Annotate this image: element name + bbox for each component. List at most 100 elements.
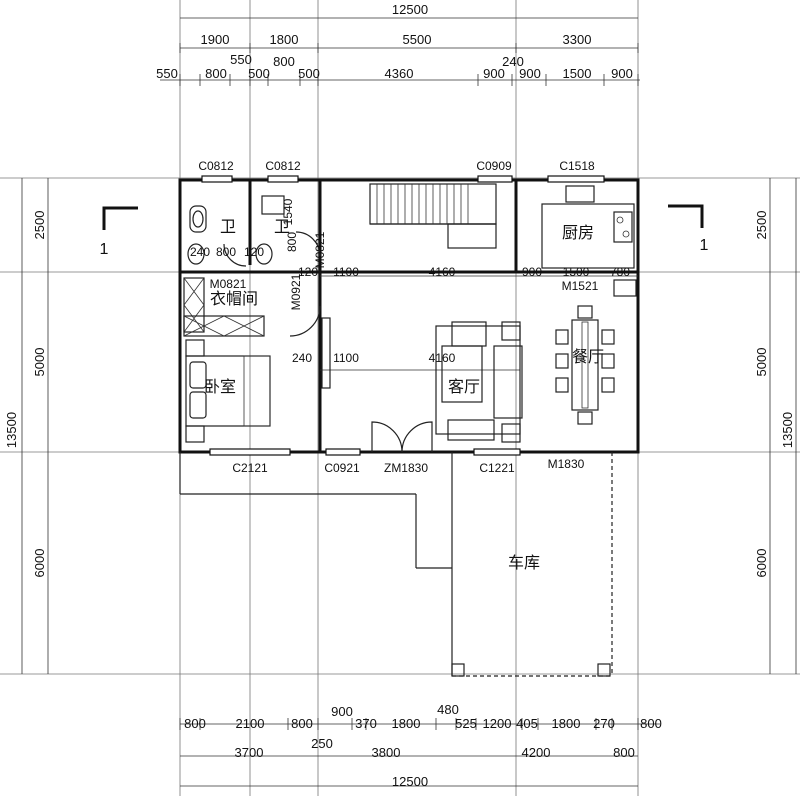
section-marker-right: 1 [668, 204, 709, 254]
window-label-4: C1518 [559, 159, 595, 173]
dim-top-r1-3: 500 [248, 66, 270, 81]
living-furniture [321, 317, 523, 443]
door-label-1: M0821 [313, 231, 327, 268]
dim-bottom-r1-3: 900 [331, 704, 353, 719]
door-label-6: M1830 [548, 457, 585, 471]
dim-bottom-r1-5: 1800 [392, 716, 421, 731]
windows: C0812 C0812 C0909 C1518 C2121 C0921 C122… [198, 159, 605, 475]
dim-top-r1-0: 550 [156, 66, 178, 81]
inner-dim-l: 240 [292, 351, 312, 365]
window-label-5: C2121 [232, 461, 268, 475]
dim-bottom-r1-9: 405 [516, 716, 538, 731]
doors: M0821 M0821 M0921 M1521 ZM1830 M1830 [210, 231, 599, 475]
window-label-6: C0921 [324, 461, 360, 475]
dim-top-r1-7: 900 [483, 66, 505, 81]
dim-top-r1-10: 900 [611, 66, 633, 81]
section-mark-left: 1 [100, 241, 109, 258]
room-dining: 餐厅 [572, 348, 604, 366]
left-dimensions: 2500 5000 6000 13500 [4, 178, 49, 674]
walls [178, 178, 640, 677]
inner-dim-b: 800 [216, 245, 236, 259]
dim-bottom-r1-7: 525 [455, 716, 477, 731]
dim-right-2: 6000 [754, 549, 769, 578]
window-label-1: C0812 [198, 159, 234, 173]
dim-bottom-r1-11: 270 [593, 716, 615, 731]
door-label-4: M1521 [562, 279, 599, 293]
dim-bottom-r1-4: 370 [355, 716, 377, 731]
dim-top-r2-0: 1900 [201, 32, 230, 47]
inner-dim-g: 1100 [333, 265, 359, 279]
door-label-2: M0821 [210, 277, 247, 291]
inner-dim-m: 1100 [333, 351, 359, 365]
dim-bottom-r1-8: 1200 [483, 716, 512, 731]
dining-set [555, 305, 615, 425]
room-garage: 车库 [508, 554, 540, 572]
dim-top-r1-4: 800 [273, 54, 295, 69]
window-label-7: C1221 [479, 461, 515, 475]
top-dimensions: 12500 1900 1800 5500 3300 240 550 800 55… [156, 2, 640, 86]
dim-top-total: 12500 [392, 2, 428, 17]
bath1-fixtures [187, 205, 207, 265]
dim-bottom-r2-2: 3800 [372, 745, 401, 760]
dim-right-total: 13500 [780, 412, 795, 448]
room-labels: 卫 卫 衣帽间 卧室 厨房 餐厅 客厅 车库 [204, 219, 604, 572]
inner-dim-d: 800 [285, 232, 299, 252]
dim-top-r2-1: 1800 [270, 32, 299, 47]
dim-top-r1-5: 500 [298, 66, 320, 81]
dim-bottom-r2-1: 250 [311, 736, 333, 751]
right-dimensions: 2500 5000 6000 13500 [754, 178, 797, 674]
kitchen-fixtures [541, 185, 637, 297]
dim-top-r1-2: 550 [230, 52, 252, 67]
window-label-2: C0812 [265, 159, 301, 173]
inner-dim-j: 1500 [563, 265, 590, 279]
section-mark-right: 1 [700, 237, 709, 254]
inner-dim-k: 780 [610, 265, 630, 279]
room-bath2: 卫 [274, 219, 290, 236]
room-bedroom: 卧室 [204, 378, 236, 396]
door-label-3: M0921 [289, 273, 303, 310]
dim-top-r1-9: 1500 [563, 66, 592, 81]
inner-dimensions: 240 800 120 800 1540 120 1100 4160 900 1… [190, 198, 638, 371]
window-label-3: C0909 [476, 159, 512, 173]
bottom-dimensions: 800 2100 800 900 370 1800 480 525 1200 4… [179, 702, 662, 789]
dim-top-r1-6: 4360 [385, 66, 414, 81]
stairs [369, 183, 497, 249]
dim-top-r2-3: 3300 [563, 32, 592, 47]
dim-right-0: 2500 [754, 211, 769, 240]
dim-top-r1-1: 800 [205, 66, 227, 81]
dim-left-2: 6000 [32, 549, 47, 578]
dim-top-r2-extra: 240 [502, 54, 524, 69]
inner-dim-f: 120 [298, 265, 318, 279]
dim-left-1: 5000 [32, 348, 47, 377]
dim-bottom-r1-10: 1800 [552, 716, 581, 731]
dim-top-r2-2: 5500 [403, 32, 432, 47]
bath2-fixtures [255, 195, 285, 265]
dim-bottom-r2-4: 800 [613, 745, 635, 760]
dim-right-1: 5000 [754, 348, 769, 377]
inner-dim-a: 240 [190, 245, 210, 259]
closet-fixtures [183, 277, 265, 337]
dim-bottom-r1-1: 2100 [236, 716, 265, 731]
room-closet: 衣帽间 [210, 290, 258, 308]
inner-dim-i: 900 [522, 265, 542, 279]
section-marker-left: 1 [100, 206, 138, 258]
dim-bottom-r1-0: 800 [184, 716, 206, 731]
inner-dim-h: 4160 [429, 265, 456, 279]
dim-bottom-r1-12: 800 [640, 716, 662, 731]
room-living: 客厅 [448, 378, 480, 396]
door-label-5: ZM1830 [384, 461, 428, 475]
bedroom-furniture [185, 339, 271, 443]
dim-bottom-r1-6: 480 [437, 702, 459, 717]
inner-dim-c: 120 [244, 245, 264, 259]
dim-bottom-total: 12500 [392, 774, 428, 789]
room-kitchen: 厨房 [562, 224, 594, 242]
dim-bottom-r2-3: 4200 [522, 745, 551, 760]
dim-left-0: 2500 [32, 211, 47, 240]
room-bath1: 卫 [220, 219, 236, 236]
dim-left-total: 13500 [4, 412, 19, 448]
dim-top-r1-8: 900 [519, 66, 541, 81]
dim-bottom-r1-2: 800 [291, 716, 313, 731]
dim-bottom-r2-0: 3700 [235, 745, 264, 760]
